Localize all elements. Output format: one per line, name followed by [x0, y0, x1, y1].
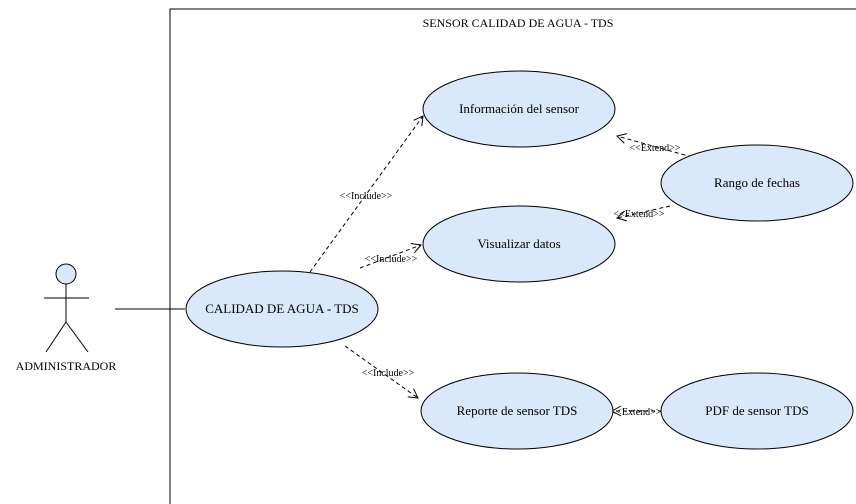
usecase-info[interactable]: Información del sensor	[422, 70, 616, 148]
usecase-main-ellipse	[185, 270, 379, 348]
actor-left-leg	[45, 321, 67, 353]
extend-label-rango-info: <<Extend>>	[630, 143, 681, 154]
usecase-info-ellipse	[422, 70, 616, 148]
usecase-pdf[interactable]: PDF de sensor TDS	[660, 372, 854, 450]
system-title: SENSOR CALIDAD DE AGUA - TDS	[423, 16, 614, 30]
usecase-rango[interactable]: Rango de fechas	[660, 144, 854, 222]
include-label-reporte: <<Include>>	[362, 368, 415, 379]
usecase-visualizar[interactable]: Visualizar datos	[422, 205, 616, 283]
usecase-visualizar-ellipse	[422, 205, 616, 283]
usecase-reporte-ellipse	[420, 372, 614, 450]
usecase-main-label: CALIDAD DE AGUA - TDS	[205, 301, 359, 316]
extend-arrow-rango-visualizar	[615, 205, 671, 222]
system-boundary	[169, 8, 856, 504]
usecase-pdf-label: PDF de sensor TDS	[705, 403, 808, 418]
include-label-visualizar: <<Include>>	[365, 254, 418, 265]
usecase-info-label: Información del sensor	[459, 101, 580, 116]
actor-administrador[interactable]: ADMINISTRADOR	[16, 263, 117, 373]
extend-label-rango-visualizar: <<Extend>>	[614, 209, 665, 220]
include-label-info: <<Include>>	[340, 191, 393, 202]
include-arrow-reporte	[344, 345, 419, 399]
usecase-main[interactable]: CALIDAD DE AGUA - TDS	[185, 270, 379, 348]
usecase-reporte-label: Reporte de sensor TDS	[457, 403, 578, 418]
extend-label-pdf-reporte: <<Extend>>	[611, 407, 662, 418]
actor-head	[55, 263, 77, 285]
include-arrow-visualizar	[359, 243, 422, 269]
usecase-rango-label: Rango de fechas	[714, 175, 800, 190]
usecase-rango-ellipse	[660, 144, 854, 222]
usecase-reporte[interactable]: Reporte de sensor TDS	[420, 372, 614, 450]
usecase-visualizar-label: Visualizar datos	[477, 236, 560, 251]
usecase-pdf-ellipse	[660, 372, 854, 450]
actor-label: ADMINISTRADOR	[16, 359, 117, 373]
actor-right-leg	[65, 321, 89, 353]
extend-arrow-rango-info	[616, 133, 693, 158]
